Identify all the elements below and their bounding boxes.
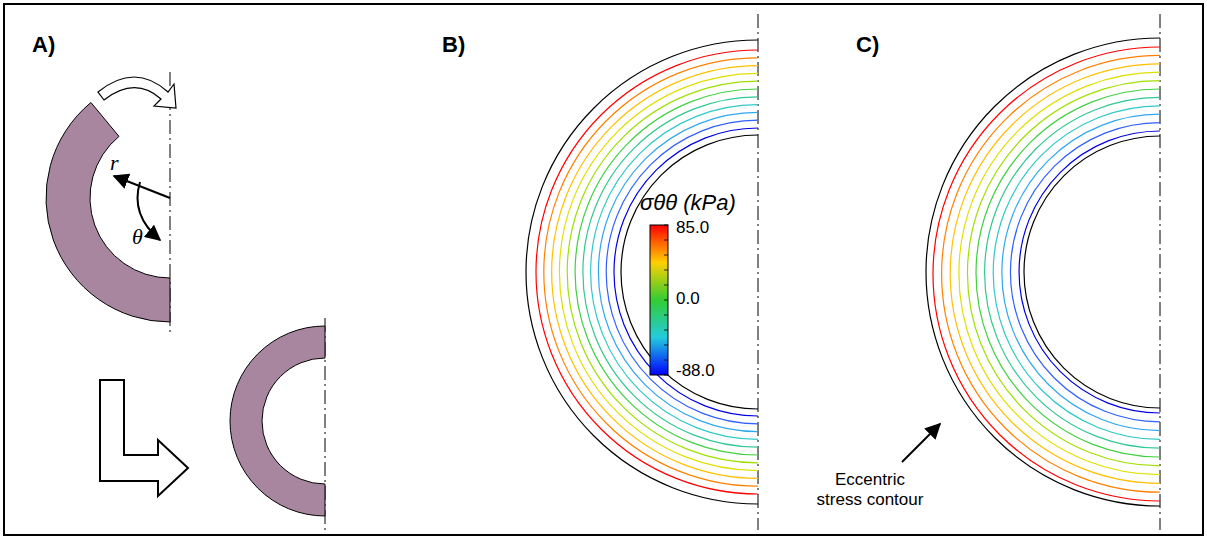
stress-contours (933, 47, 1160, 501)
colour-bar-ticks (664, 225, 668, 375)
stress-contour (942, 55, 1160, 492)
radius-symbol: r (110, 150, 119, 175)
colour-tick (664, 285, 668, 286)
panel-label: A) (32, 32, 55, 57)
colour-tick (664, 345, 668, 346)
closing-arrow (98, 77, 176, 108)
stress-contour (993, 106, 1160, 440)
colour-bar-value: -88.0 (676, 361, 715, 381)
colour-tick (664, 375, 668, 376)
callout-text: Eccentric stress contour (815, 470, 925, 509)
stress-contour (591, 105, 758, 440)
tissue-sector (46, 102, 170, 322)
figure-border (4, 4, 1203, 535)
colour-tick (664, 300, 668, 301)
colour-tick (664, 360, 668, 361)
stress-contour (583, 97, 758, 447)
colour-tick (664, 225, 668, 226)
colour-tick (664, 240, 668, 241)
panel-label: B) (442, 32, 465, 57)
inner-boundary (1024, 136, 1160, 408)
stress-contours (536, 50, 758, 494)
stress-contour (950, 64, 1160, 484)
closed-ring (230, 326, 325, 516)
colour-bar-value: 0.0 (676, 289, 700, 309)
stress-contour (1019, 131, 1160, 413)
symmetry-axis (1160, 14, 1161, 530)
stress-contour (575, 89, 758, 455)
stress-contour (559, 73, 758, 470)
colour-bar (650, 225, 668, 375)
colour-tick (664, 330, 668, 331)
stress-contour (598, 112, 758, 431)
process-arrow (100, 380, 188, 496)
stress-contour (614, 128, 758, 416)
symmetry-axis (758, 14, 759, 530)
colour-tick (664, 315, 668, 316)
colour-tick (664, 270, 668, 271)
leader-arrow (902, 424, 940, 462)
stress-contour (1002, 114, 1160, 430)
stress-contour (567, 81, 758, 463)
outer-boundary (526, 40, 758, 504)
stress-contour (552, 66, 758, 479)
radius-arrow (114, 176, 170, 198)
colour-tick (664, 255, 668, 256)
stress-contour (933, 47, 1160, 501)
angle-symbol: θ (132, 224, 143, 249)
stress-contour (536, 50, 758, 494)
stress-contour (959, 72, 1160, 474)
panel-label: C) (856, 32, 879, 57)
stress-contour (985, 97, 1160, 448)
outer-boundary (926, 38, 1160, 506)
stress-contour (967, 81, 1160, 466)
stress-contour (544, 58, 758, 486)
inner-boundary (621, 135, 758, 409)
stress-contour (606, 120, 758, 424)
colour-bar-title: σθθ (kPa) (640, 190, 736, 215)
stress-contour (976, 89, 1160, 457)
stress-contour (1010, 123, 1160, 422)
colour-bar-value: 85.0 (676, 218, 709, 238)
